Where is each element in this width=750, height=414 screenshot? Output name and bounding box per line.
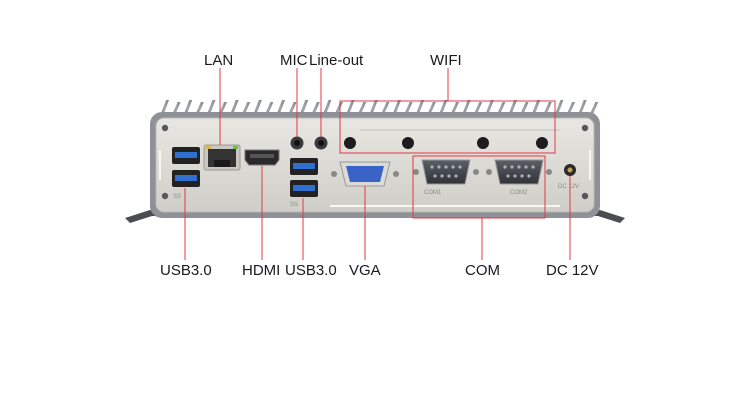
usb-logo-left: SS: [173, 194, 181, 200]
com-port-2: [486, 159, 552, 185]
hdmi-port: [244, 149, 280, 166]
heatsink-fin: [589, 102, 599, 116]
wifi-antenna-ports: [344, 137, 548, 149]
label-wifi: WIFI: [430, 52, 462, 69]
usb-logo-middle: SS: [290, 202, 298, 208]
dc-mark: DC 12V: [558, 184, 579, 190]
vga-port: [331, 161, 399, 187]
com-port-1: [413, 159, 479, 185]
mic-jack: [290, 136, 304, 150]
lan-port: [203, 144, 241, 171]
com1-mark: COM1: [424, 190, 442, 196]
label-line-out: Line-out: [309, 52, 364, 69]
label-com: COM: [465, 262, 500, 279]
line-out-jack: [314, 136, 328, 150]
label-hdmi: HDMI: [242, 262, 281, 279]
label-dc: DC 12V: [546, 262, 599, 279]
label-usb-middle: USB3.0: [285, 262, 337, 279]
dc-power-jack: [564, 164, 576, 176]
com-callout-box: [412, 155, 546, 219]
label-mic: MIC: [280, 52, 308, 69]
callout-lines: [184, 68, 571, 260]
com2-mark: COM2: [510, 190, 528, 196]
label-lan: LAN: [204, 52, 234, 69]
usb-port-middle: [290, 158, 318, 197]
label-vga: VGA: [349, 262, 381, 279]
usb-port-left: [172, 147, 200, 187]
label-usb-left: USB3.0: [160, 262, 212, 279]
